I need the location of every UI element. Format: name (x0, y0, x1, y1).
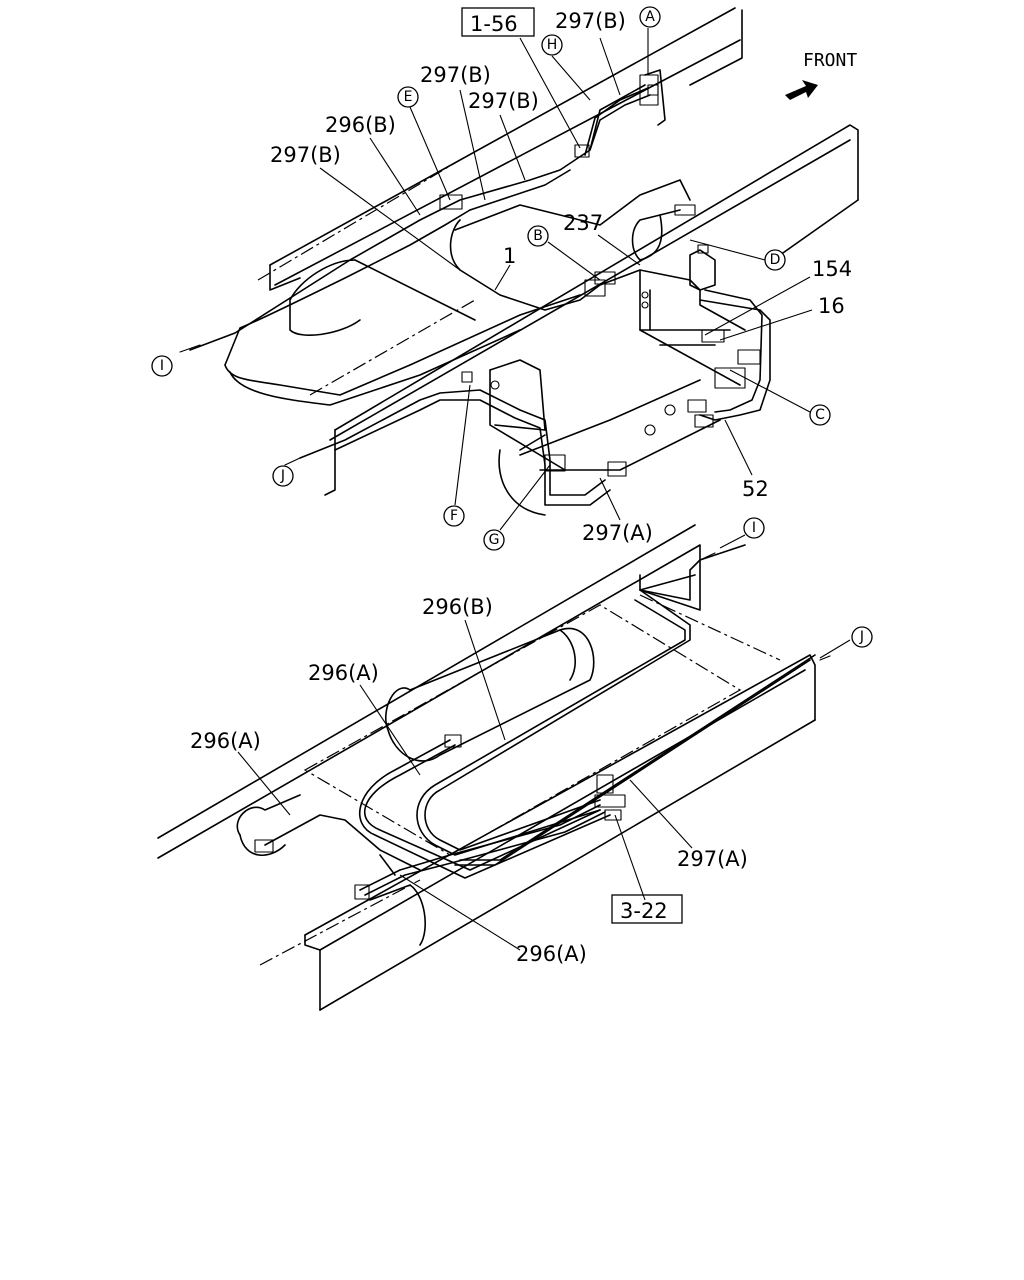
marker-a: A (639, 6, 661, 28)
label-237: 237 (563, 211, 603, 235)
marker-i-bottom: I (743, 517, 765, 539)
marker-f: F (443, 505, 465, 527)
svg-text:A: A (645, 9, 655, 25)
label-296b-bottom: 296(B) (422, 595, 493, 619)
label-16: 16 (818, 294, 845, 318)
label-296a-1: 296(A) (308, 661, 379, 685)
fittings-bottom (254, 552, 831, 900)
tank-shape-top (289, 259, 546, 516)
svg-text:I: I (752, 520, 756, 536)
svg-text:G: G (489, 532, 500, 548)
svg-text:D: D (770, 252, 781, 268)
frame-rail-main (257, 124, 859, 496)
ref-box-bottom-frame (611, 894, 683, 924)
fittings-top (439, 69, 761, 477)
label-296b-top: 296(B) (325, 113, 396, 137)
ref-box-top-frame (461, 7, 535, 37)
frame-rail-bottom (157, 524, 816, 1011)
svg-text:J: J (859, 629, 864, 645)
label-1: 1 (503, 244, 516, 268)
svg-text:C: C (815, 407, 825, 423)
ref-box-bottom: 3-22 (620, 899, 668, 923)
label-297b-c: 297(B) (270, 143, 341, 167)
marker-j-bottom: J (851, 626, 873, 648)
label-297b-a: 297(B) (420, 63, 491, 87)
svg-text:B: B (533, 228, 543, 244)
label-297a-bottom: 297(A) (677, 847, 748, 871)
svg-text:H: H (547, 37, 558, 53)
marker-c: C (809, 404, 831, 426)
brake-pipes-bottom (264, 544, 816, 896)
marker-i-top: I (151, 355, 173, 377)
svg-text:F: F (450, 508, 458, 524)
svg-text:I: I (160, 358, 164, 374)
label-296a-2: 296(A) (190, 729, 261, 753)
front-label: FRONT (803, 50, 857, 71)
label-52: 52 (742, 477, 769, 501)
brake-pipes-top (179, 84, 771, 506)
label-154: 154 (812, 257, 852, 281)
leader-lines-top (319, 28, 813, 531)
label-296a-3: 296(A) (516, 942, 587, 966)
label-297b-b: 297(B) (468, 89, 539, 113)
tanks-bottom (236, 627, 595, 946)
marker-b: B (527, 225, 549, 247)
connector-markers: A H E B D C I J (151, 6, 873, 648)
svg-text:E: E (404, 89, 413, 105)
marker-d: D (764, 249, 786, 271)
cross-member-bracket (489, 269, 741, 471)
marker-j-top: J (272, 465, 294, 487)
marker-h: H (541, 34, 563, 56)
labels: FRONT 1-56 3-22 297(B) 297(B) 297(B) 296… (190, 7, 857, 966)
marker-g: G (483, 529, 505, 551)
label-297a-top: 297(A) (582, 521, 653, 545)
label-297b-top: 297(B) (555, 9, 626, 33)
ref-box-top: 1-56 (470, 12, 518, 36)
marker-e: E (397, 86, 419, 108)
front-arrow (785, 80, 818, 100)
svg-text:J: J (280, 468, 285, 484)
leader-lines-bottom (237, 534, 851, 951)
